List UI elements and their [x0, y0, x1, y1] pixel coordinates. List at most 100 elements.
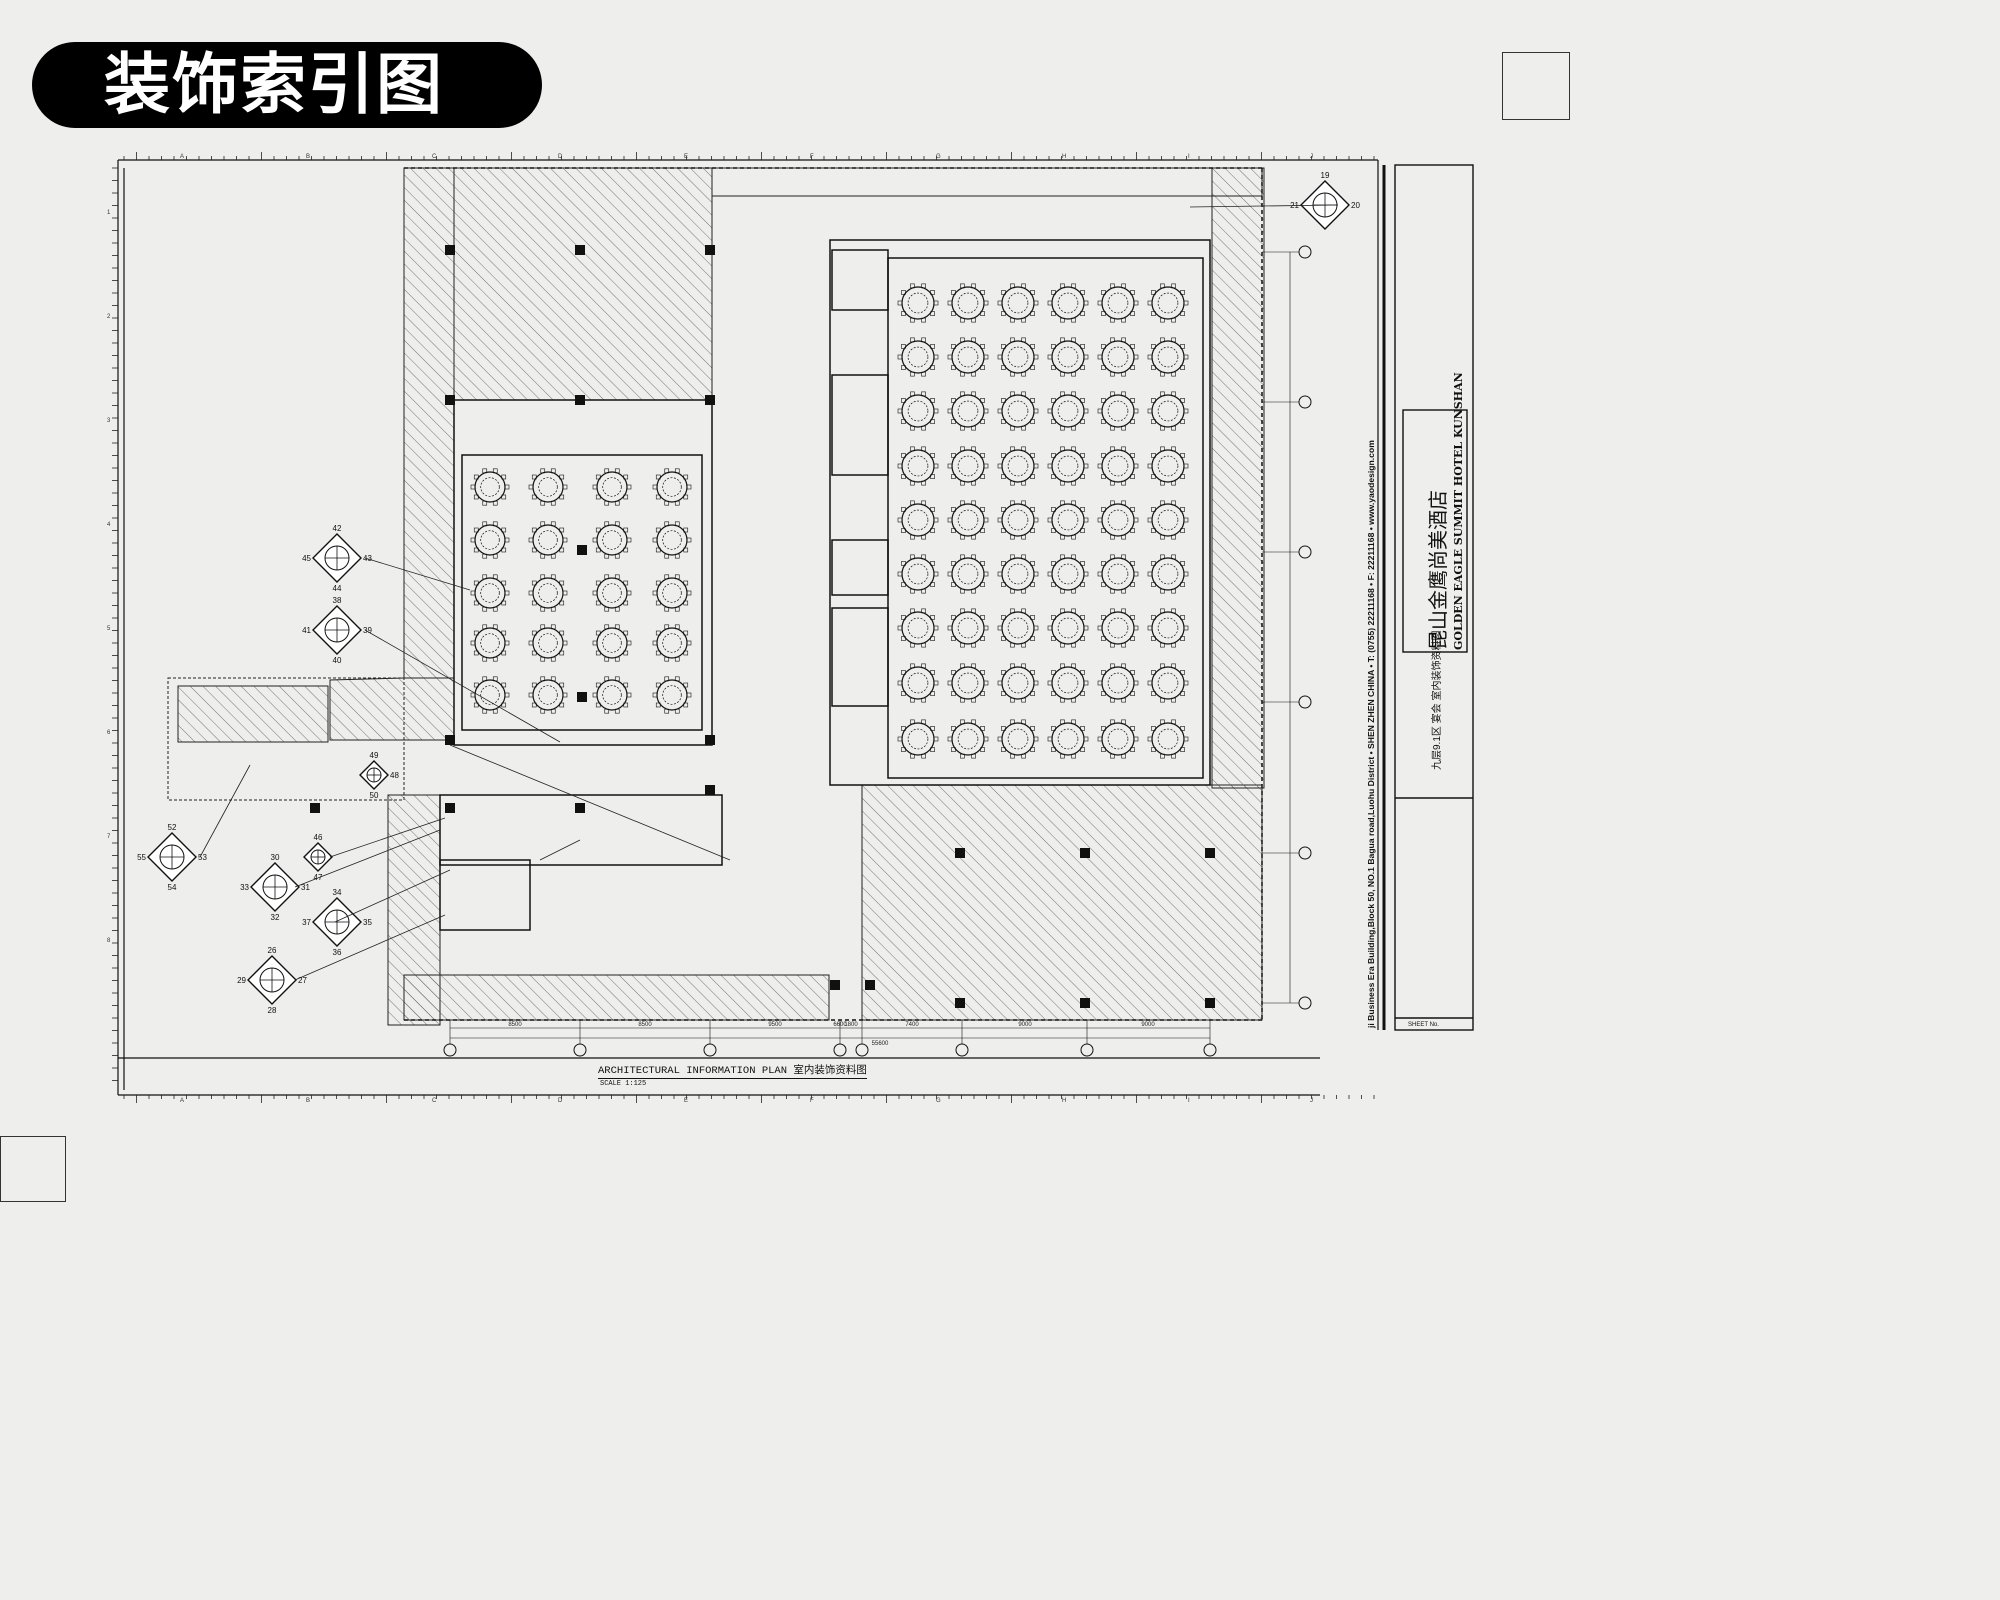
svg-text:45: 45: [302, 554, 311, 563]
banquet-table: [997, 663, 1039, 703]
grid-col-label: A: [180, 1098, 184, 1104]
grid-col-label: B: [306, 1098, 310, 1104]
grid-col-label: F: [810, 154, 814, 160]
banquet-table: [897, 283, 939, 323]
grid-col-label: F: [810, 1098, 814, 1104]
office-address: ji Business Era Building,Block 50, NO.1 …: [1366, 440, 1376, 1028]
banquet-table: [1147, 337, 1189, 377]
banquet-table: [1047, 500, 1089, 540]
banquet-table: [1047, 608, 1089, 648]
grid-row-label: 2: [107, 314, 111, 320]
axis-bubble: [1298, 846, 1312, 860]
structural-column: [445, 735, 455, 745]
svg-text:48: 48: [390, 771, 399, 780]
banquet-table: [1147, 663, 1189, 703]
leader-lines: [199, 204, 1339, 981]
banquet-table: [947, 608, 989, 648]
banquet-table: [1147, 719, 1189, 759]
svg-text:39: 39: [363, 626, 372, 635]
banquet-table: [1097, 663, 1139, 703]
structural-column: [445, 245, 455, 255]
banquet-table: [592, 676, 632, 714]
banquet-table: [652, 676, 692, 714]
grid-col-label: H: [1062, 154, 1066, 160]
structural-column: [445, 803, 455, 813]
axis-bubble: [573, 1043, 587, 1057]
banquet-table: [897, 446, 939, 486]
grid-col-label: E: [684, 1098, 688, 1104]
structural-column: [575, 803, 585, 813]
grid-row-label: 6: [107, 730, 111, 736]
banquet-table: [470, 574, 510, 612]
axis-bubble: [1298, 695, 1312, 709]
banquet-table: [947, 391, 989, 431]
drawing-name-cn: 九层9.1区 宴会 室内装饰资料图: [1432, 630, 1443, 770]
structural-column: [577, 692, 587, 702]
svg-text:30: 30: [271, 853, 280, 862]
dimension-label: 8500: [508, 1022, 522, 1028]
structural-column: [830, 980, 840, 990]
banquet-table: [592, 624, 632, 662]
banquet-table: [1047, 719, 1089, 759]
banquet-table: [470, 468, 510, 506]
corner-frame-top-right: [1502, 52, 1570, 120]
banquet-table: [897, 391, 939, 431]
banquet-table: [897, 337, 939, 377]
banquet-table: [997, 283, 1039, 323]
svg-text:55: 55: [137, 853, 146, 862]
room-outlines: [404, 167, 1263, 1021]
svg-text:36: 36: [333, 948, 342, 957]
banquet-table: [1047, 337, 1089, 377]
banquet-table: [1097, 337, 1139, 377]
banquet-table: [1147, 554, 1189, 594]
svg-text:40: 40: [333, 656, 342, 665]
banquet-table: [1147, 391, 1189, 431]
axis-bubble: [1298, 245, 1312, 259]
banquet-table: [997, 500, 1039, 540]
hatched-zones: [167, 167, 1265, 1026]
banquet-table: [897, 608, 939, 648]
banquet-table: [1097, 283, 1139, 323]
corner-frame-bottom-left: [0, 1136, 66, 1202]
axis-bubble: [1298, 545, 1312, 559]
axis-bubble: [443, 1043, 457, 1057]
sheet-number-label: SHEET No.: [1408, 1022, 1439, 1028]
structural-column: [310, 803, 320, 813]
grid-row-label: 1: [107, 210, 111, 216]
svg-text:29: 29: [237, 976, 246, 985]
banquet-table: [652, 468, 692, 506]
axis-bubble: [1203, 1043, 1217, 1057]
banquet-table: [897, 500, 939, 540]
dimension-label: 9000: [1018, 1022, 1032, 1028]
svg-text:20: 20: [1351, 201, 1360, 210]
plan-scale: SCALE 1:125: [600, 1080, 647, 1088]
svg-text:46: 46: [314, 833, 323, 842]
page-title: 装饰索引图: [32, 42, 542, 128]
sheet-border: [117, 159, 1379, 1096]
structural-column: [577, 545, 587, 555]
banquet-table: [652, 521, 692, 559]
banquet-table: [947, 554, 989, 594]
grid-col-label: G: [936, 1098, 941, 1104]
title-block: [1382, 164, 1474, 1031]
structural-column: [445, 395, 455, 405]
structural-column: [955, 848, 965, 858]
svg-text:42: 42: [333, 524, 342, 533]
grid-col-label: D: [558, 154, 563, 160]
structural-column: [1205, 998, 1215, 1008]
banquet-table: [897, 719, 939, 759]
grid-col-label: G: [936, 154, 941, 160]
svg-text:35: 35: [363, 918, 372, 927]
dimension-label: 7400: [905, 1022, 919, 1028]
banquet-table: [592, 521, 632, 559]
banquet-table: [528, 521, 568, 559]
banquet-table: [897, 554, 939, 594]
svg-text:34: 34: [333, 888, 342, 897]
dimension-label: 55600: [872, 1041, 889, 1047]
